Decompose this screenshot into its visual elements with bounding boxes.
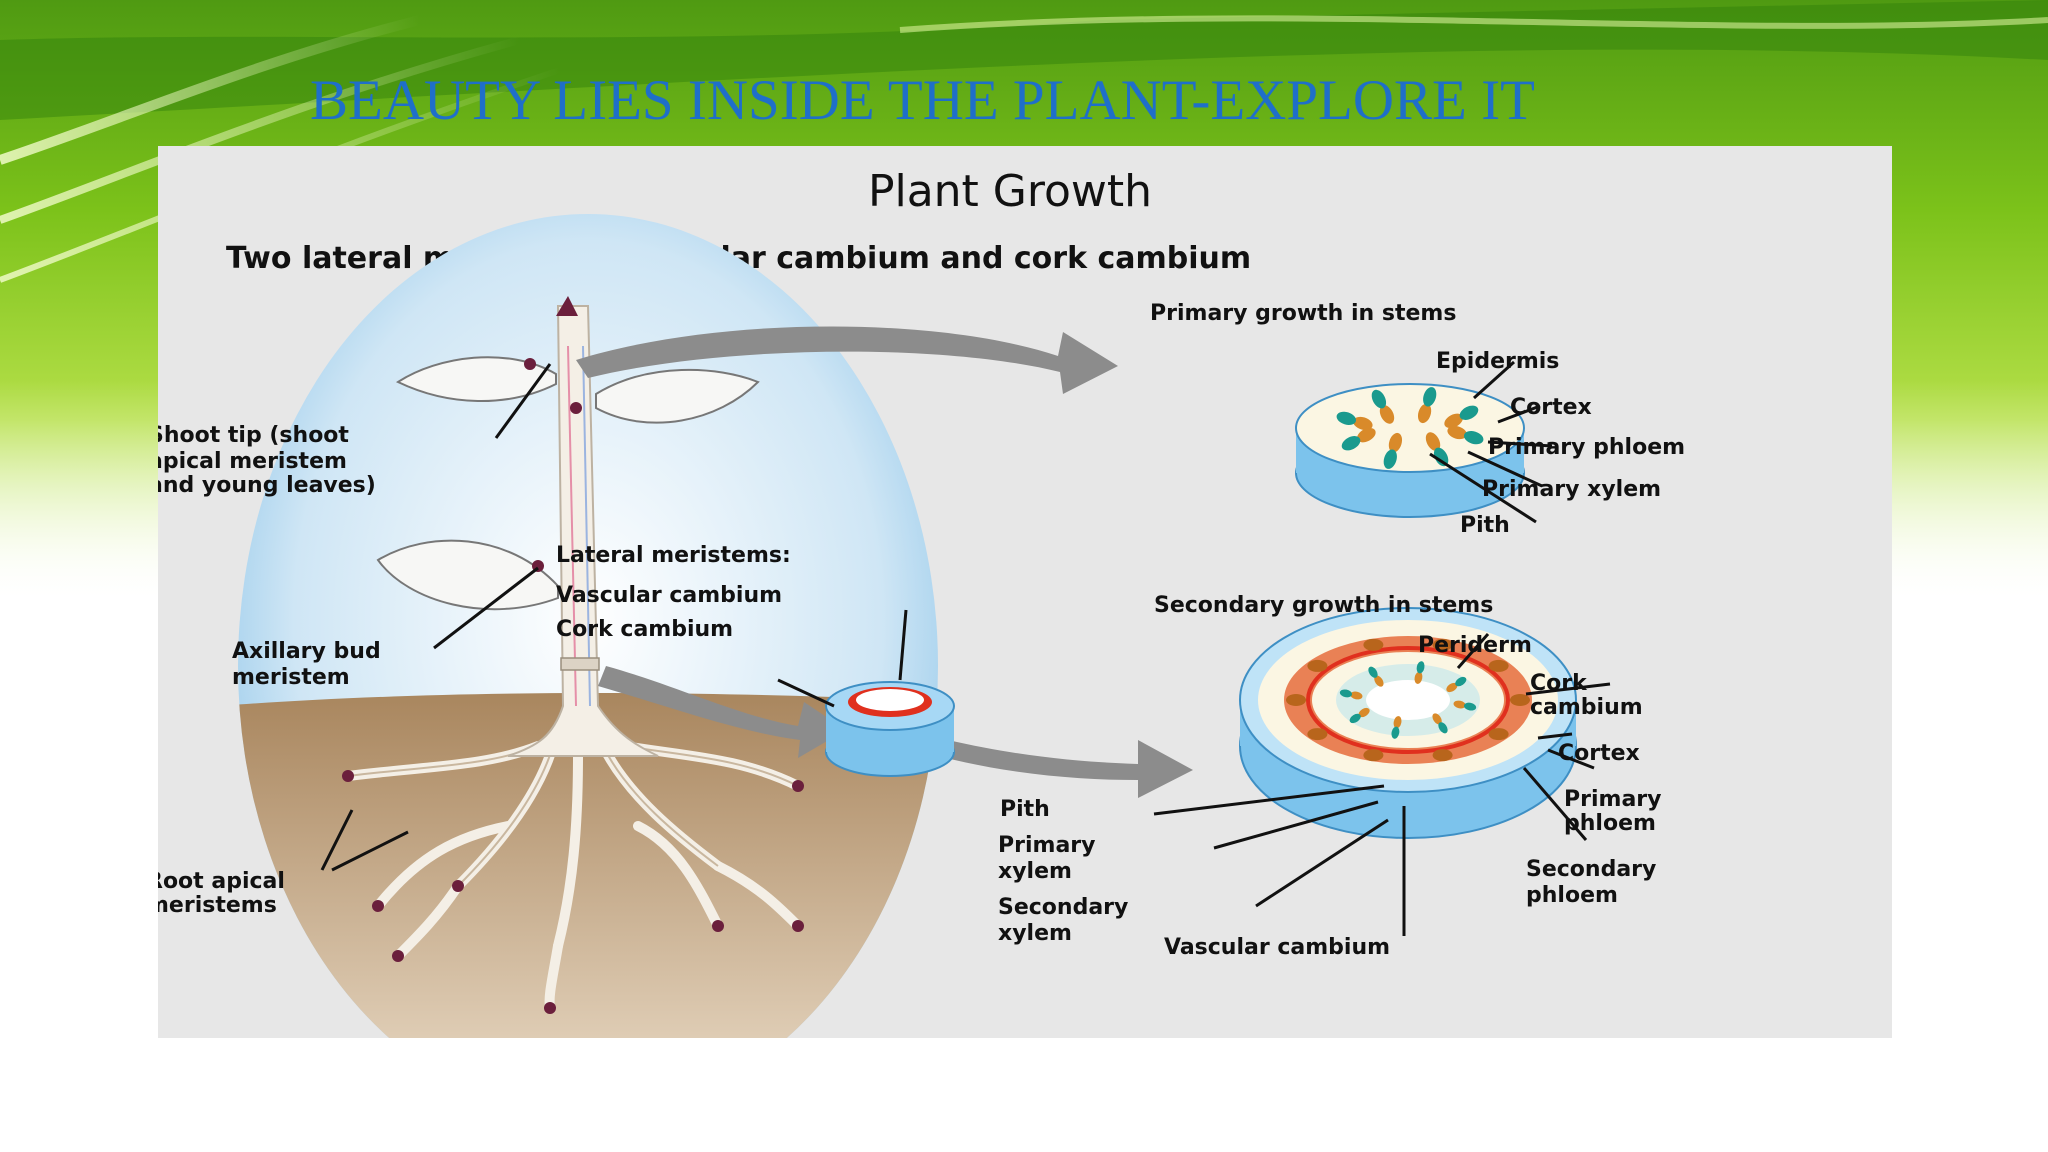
label-primary-phloem-2: Primary (1564, 787, 1661, 812)
phloem-mark (1432, 749, 1453, 762)
vascular-bundle (1417, 387, 1437, 424)
arrow-to-primary (576, 326, 1118, 394)
phloem-mark (1488, 659, 1509, 672)
label-lateral-meristems: Lateral meristems: (556, 543, 791, 568)
plant-growth-diagram: Plant Growth Two lateral meristems: vasc… (158, 166, 1685, 1038)
label-primary-xylem-2: Primary (998, 833, 1095, 858)
vascular-bundle (1391, 716, 1402, 739)
left-labels: Shoot tip (shoot apical meristem and you… (158, 423, 791, 918)
vascular-bundle (1453, 700, 1477, 711)
cambium-disc (825, 609, 955, 777)
label-primary-phloem: Primary phloem (1488, 435, 1685, 460)
slide-title: BEAUTY LIES INSIDE THE PLANT-EXPLORE IT (310, 69, 1535, 132)
label-secondary-phloem: Secondary (1526, 857, 1656, 882)
vascular-bundle (1383, 432, 1403, 469)
label-cork-cambium-2: cambium (1530, 695, 1643, 720)
label-primary-xylem: Primary xylem (1482, 477, 1661, 502)
label-secondary-phloem: phloem (1526, 883, 1618, 908)
vascular-bundle (1425, 432, 1449, 467)
label-root-apical: meristems (158, 893, 277, 918)
label-primary-xylem-2: xylem (998, 859, 1072, 884)
vascular-bundle (1414, 661, 1425, 684)
label-axillary-bud: Axillary bud (232, 639, 381, 664)
secondary-stem-section (1239, 607, 1577, 839)
label-secondary-xylem: xylem (998, 921, 1072, 946)
vascular-bundle (1339, 689, 1363, 700)
label-cortex: Cortex (1510, 395, 1592, 420)
vascular-bundle (1368, 666, 1384, 687)
buds (524, 296, 582, 572)
primary-title: Primary growth in stems (1150, 301, 1456, 326)
label-pith: Pith (1460, 513, 1510, 538)
vascular-bundle (1444, 405, 1479, 429)
leader-lines (320, 360, 1611, 936)
label-primary-phloem-2: phloem (1564, 811, 1656, 836)
label-vascular-cambium-2: Vascular cambium (1164, 935, 1390, 960)
phloem-mark (1307, 728, 1328, 741)
label-cork-cambium-2: Cork (1530, 671, 1588, 696)
vascular-bundle (1349, 707, 1370, 724)
vascular-bundle (1371, 389, 1395, 424)
plant-growth-figure: Plant Growth Two lateral meristems: vasc… (158, 146, 1892, 1038)
primary-stem-section (1295, 383, 1525, 518)
root-tips (342, 770, 804, 1014)
phloem-mark (1363, 638, 1384, 651)
secondary-title: Secondary growth in stems (1154, 593, 1493, 618)
label-epidermis: Epidermis (1436, 349, 1559, 374)
plant-illustration (238, 214, 938, 1038)
label-cortex-2: Cortex (1558, 741, 1640, 766)
stem (507, 305, 659, 757)
vascular-bundle (1447, 425, 1484, 445)
label-axillary-bud: meristem (232, 665, 350, 690)
diagram-heading: Plant Growth (868, 166, 1152, 217)
label-periderm: Periderm (1418, 633, 1532, 658)
vascular-bundle (1336, 411, 1373, 431)
label-root-apical: Root apical (158, 869, 285, 894)
label-vascular-cambium: Vascular cambium (556, 583, 782, 608)
label-secondary-xylem: Secondary (998, 895, 1128, 920)
leaves (376, 356, 760, 611)
arrow-to-secondary (938, 740, 1193, 798)
label-shoot-tip: Shoot tip (shoot (158, 423, 349, 448)
phloem-mark (1432, 638, 1453, 651)
phloem-mark (1307, 659, 1328, 672)
phloem-mark (1510, 694, 1530, 706)
label-cork-cambium: Cork cambium (556, 617, 733, 642)
vascular-bundle (1341, 427, 1376, 451)
phloem-mark (1488, 728, 1509, 741)
vascular-bundle (1446, 676, 1467, 693)
arrow-to-disc (598, 666, 846, 758)
label-pith-2: Pith (1000, 797, 1050, 822)
phloem-mark (1363, 749, 1384, 762)
label-shoot-tip: and young leaves) (158, 473, 376, 498)
phloem-mark (1286, 694, 1306, 706)
label-shoot-tip: apical meristem (158, 449, 347, 474)
vascular-bundle (1432, 713, 1448, 734)
